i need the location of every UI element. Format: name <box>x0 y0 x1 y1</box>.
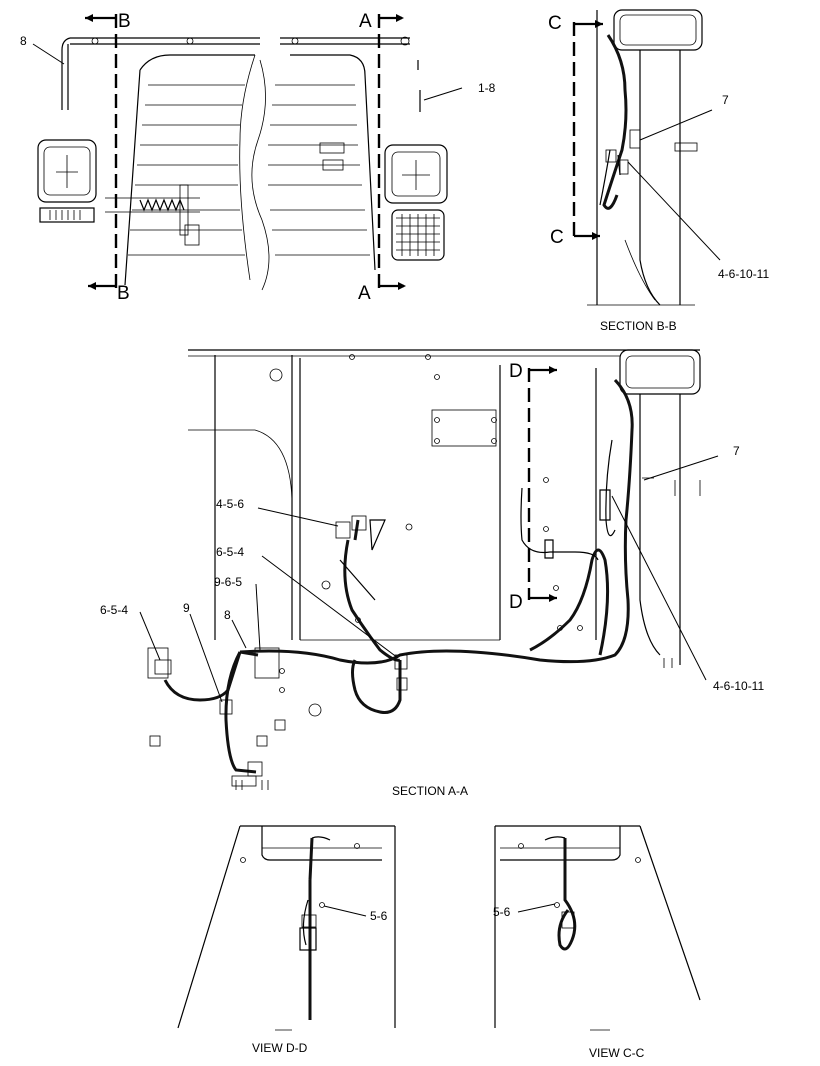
callout-4-6-10-11-aa: 4-6-10-11 <box>713 679 764 693</box>
callout-4-6-10-11-bb: 4-6-10-11 <box>718 267 769 281</box>
view-cc-title: VIEW C-C <box>589 1046 645 1060</box>
callout-6-5-4-mid: 6-5-4 <box>216 545 244 559</box>
view-dd-title: VIEW D-D <box>252 1041 308 1055</box>
callout-5-6-dd: 5-6 <box>370 909 388 923</box>
section-letter-a-bottom: A <box>358 283 371 304</box>
section-aa-view: D D 7 4-5-6 6-5-4 9-6-5 6-5-4 9 8 4-6-10… <box>100 349 764 798</box>
callout-9: 9 <box>183 601 190 615</box>
section-letter-c-bottom: C <box>550 227 564 248</box>
callout-8-aa: 8 <box>224 608 231 622</box>
view-cc: 5-6 VIEW C-C <box>493 825 701 1060</box>
top-view: B B A A 8 1-8 <box>20 11 496 304</box>
section-letter-d-bottom: D <box>509 592 523 613</box>
section-letter-a-top: A <box>359 11 372 32</box>
section-letter-d-top: D <box>509 361 523 382</box>
callout-9-6-5: 9-6-5 <box>214 575 242 589</box>
callout-4-5-6: 4-5-6 <box>216 497 244 511</box>
section-bb-title: SECTION B-B <box>600 319 677 333</box>
callout-1-8: 1-8 <box>478 81 496 95</box>
view-dd: 5-6 VIEW D-D <box>177 825 396 1055</box>
callout-8-top: 8 <box>20 34 27 48</box>
section-letter-c-top: C <box>548 13 562 34</box>
callout-5-6-cc: 5-6 <box>493 905 511 919</box>
callout-6-5-4-left: 6-5-4 <box>100 603 128 617</box>
callout-7-bb: 7 <box>722 93 729 107</box>
section-bb-view: C C 7 4-6-10-11 SECTION B-B <box>548 9 769 333</box>
section-letter-b-bottom: B <box>117 283 130 304</box>
section-letter-b-top: B <box>118 11 131 32</box>
section-aa-title: SECTION A-A <box>392 784 468 798</box>
callout-7-aa: 7 <box>733 444 740 458</box>
